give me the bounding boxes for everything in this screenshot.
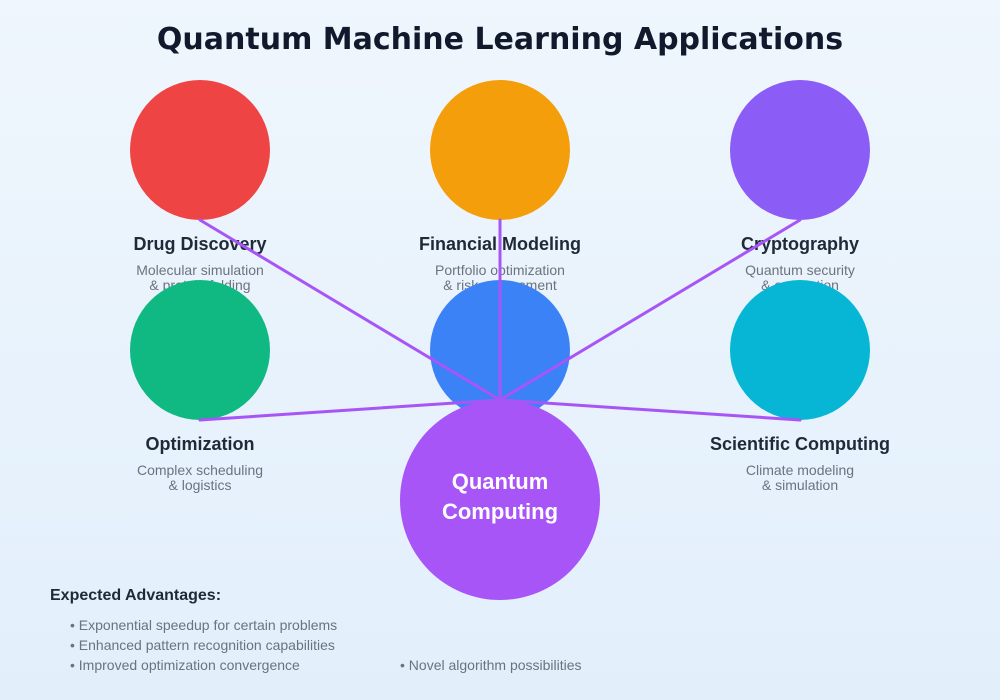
app-desc-line1: Climate modeling (746, 462, 854, 478)
hub-label-line1: Quantum (452, 469, 549, 494)
advantage-item: • Novel algorithm possibilities (400, 657, 582, 673)
app-node-drug-discovery: Drug Discovery Molecular simulation & pr… (130, 80, 270, 293)
app-circle (130, 280, 270, 420)
app-node-optimization: Optimization Complex scheduling & logist… (130, 280, 270, 493)
advantages-heading: Expected Advantages: (50, 587, 221, 604)
advantages-section: Expected Advantages: • Exponential speed… (50, 587, 582, 673)
app-desc-line1: Molecular simulation (136, 262, 264, 278)
connector-scientific-computing (498, 398, 802, 422)
connector-drug-discovery (198, 218, 502, 402)
app-circle (130, 80, 270, 220)
app-title: Drug Discovery (133, 234, 266, 254)
hub-node-quantum-computing: Quantum Computing (400, 400, 600, 600)
hub-label-line2: Computing (442, 499, 558, 524)
app-desc-line1: Complex scheduling (137, 462, 263, 478)
app-circle (730, 280, 870, 420)
app-node-scientific-computing: Scientific Computing Climate modeling & … (710, 280, 890, 493)
app-node-cryptography: Cryptography Quantum security & encrypti… (730, 80, 870, 293)
advantage-item: • Exponential speedup for certain proble… (70, 617, 337, 633)
app-desc-line2: & logistics (168, 477, 231, 493)
advantage-item: • Enhanced pattern recognition capabilit… (70, 637, 335, 653)
connector-cryptography (498, 218, 802, 402)
app-desc-line2: & simulation (762, 477, 838, 493)
app-title: Optimization (146, 434, 255, 454)
hub-circle (400, 400, 600, 600)
app-desc-line1: Quantum security (745, 262, 855, 278)
connector-lines (198, 218, 802, 422)
page-title: Quantum Machine Learning Applications (157, 22, 843, 57)
app-circle (430, 80, 570, 220)
connector-optimization (198, 398, 502, 422)
app-circle (730, 80, 870, 220)
advantage-item: • Improved optimization convergence (70, 657, 300, 673)
app-title: Scientific Computing (710, 434, 890, 454)
